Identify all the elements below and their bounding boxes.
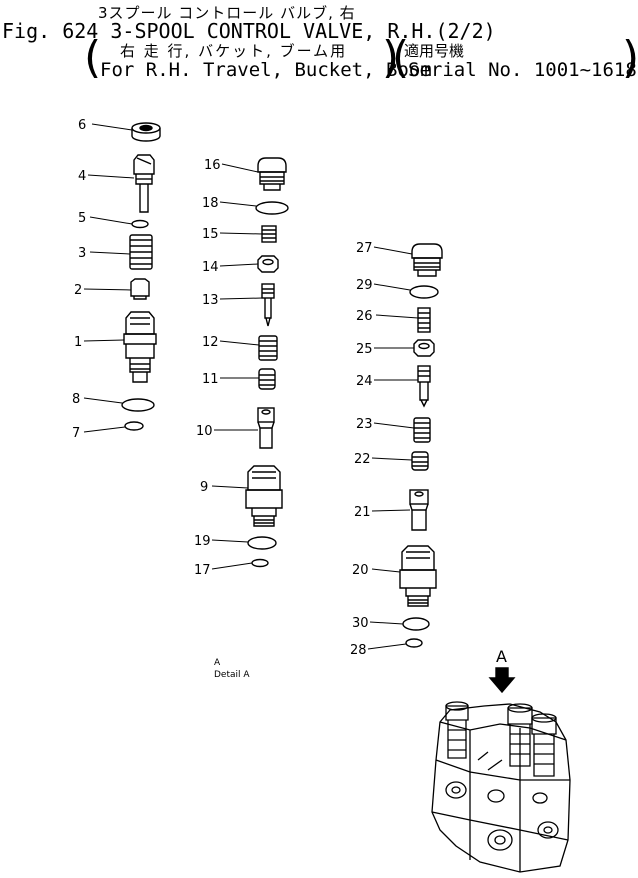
callout-11: 11 bbox=[202, 372, 219, 387]
callout-16: 16 bbox=[204, 158, 221, 173]
serial-japanese: 適用号機 bbox=[404, 42, 465, 60]
part-15-spring bbox=[261, 225, 277, 243]
title-japanese: 3スプール コントロール バルブ, 右 bbox=[98, 4, 356, 22]
part-2-seat bbox=[130, 278, 150, 300]
paren-left: ( bbox=[84, 32, 102, 83]
callout-2: 2 bbox=[74, 283, 82, 298]
part-13-needle bbox=[261, 283, 275, 327]
part-23-spring bbox=[413, 417, 431, 443]
callout-28: 28 bbox=[350, 643, 367, 658]
part-18-oring bbox=[255, 201, 289, 215]
part-21-spool bbox=[409, 489, 429, 531]
callout-30: 30 bbox=[352, 616, 369, 631]
paren-left-2: ( bbox=[392, 32, 410, 83]
paren-right: ) bbox=[382, 32, 400, 83]
part-12-spring bbox=[258, 335, 278, 361]
part-25-nut bbox=[413, 339, 435, 357]
serial-range: Serial No. 1001~1618 bbox=[408, 59, 637, 81]
part-6-cap bbox=[131, 122, 161, 142]
paren-right-2: ) bbox=[622, 32, 638, 83]
callout-25: 25 bbox=[356, 342, 373, 357]
part-4-piston bbox=[133, 154, 155, 213]
part-27-plug bbox=[411, 243, 443, 277]
callout-26: 26 bbox=[356, 309, 373, 324]
part-1-body bbox=[123, 311, 157, 383]
callout-7: 7 bbox=[72, 426, 80, 441]
part-24-needle bbox=[417, 365, 431, 408]
callout-14: 14 bbox=[202, 260, 219, 275]
callout-23: 23 bbox=[356, 417, 373, 432]
callout-12: 12 bbox=[202, 335, 219, 350]
figure-title: Fig. 624 3-SPOOL CONTROL VALVE, R.H.(2/2… bbox=[2, 19, 496, 43]
callout-27: 27 bbox=[356, 241, 373, 256]
callout-5: 5 bbox=[78, 211, 86, 226]
part-11-seat bbox=[258, 368, 276, 390]
callout-18: 18 bbox=[202, 196, 219, 211]
part-14-nut bbox=[257, 255, 279, 273]
part-17-ring bbox=[251, 558, 269, 568]
part-30-oring bbox=[402, 617, 430, 631]
part-3-spring bbox=[129, 234, 153, 270]
part-19-oring bbox=[247, 536, 277, 550]
detail-marker: A bbox=[214, 658, 221, 668]
callout-1: 1 bbox=[74, 335, 82, 350]
callout-19: 19 bbox=[194, 534, 211, 549]
callout-29: 29 bbox=[356, 278, 373, 293]
part-10-spool bbox=[257, 407, 275, 449]
valve-assembly-illustration bbox=[431, 701, 571, 873]
part-7-ring bbox=[124, 421, 144, 431]
part-20-body bbox=[399, 545, 437, 607]
callout-17: 17 bbox=[194, 563, 211, 578]
callout-labels: 6 4 5 3 2 1 8 7 16 18 15 14 13 12 11 10 … bbox=[72, 118, 373, 658]
part-9-body bbox=[245, 465, 283, 527]
callout-22: 22 bbox=[354, 452, 371, 467]
callout-21: 21 bbox=[354, 505, 371, 520]
callout-20: 20 bbox=[352, 563, 369, 578]
callout-6: 6 bbox=[78, 118, 86, 133]
callout-10: 10 bbox=[196, 424, 213, 439]
detail-label: Detail A bbox=[214, 670, 250, 680]
detail-arrow bbox=[488, 667, 516, 694]
arrow-label: A bbox=[496, 647, 507, 666]
part-5-ring bbox=[131, 219, 149, 229]
part-8-oring bbox=[121, 398, 155, 412]
callout-15: 15 bbox=[202, 227, 219, 242]
callout-3: 3 bbox=[78, 246, 86, 261]
part-16-plug bbox=[257, 157, 287, 191]
callout-24: 24 bbox=[356, 374, 373, 389]
callout-13: 13 bbox=[202, 293, 219, 308]
part-26-spring bbox=[417, 307, 431, 333]
application-subtitle: For R.H. Travel, Bucket, Boom bbox=[100, 59, 432, 81]
subtitle-japanese: 右 走 行, バケット, ブーム用 bbox=[120, 42, 348, 60]
part-29-oring bbox=[409, 285, 439, 299]
part-28-ring bbox=[405, 638, 423, 648]
part-22-seat bbox=[411, 451, 429, 471]
leader-lines bbox=[83, 123, 419, 650]
callout-8: 8 bbox=[72, 392, 80, 407]
callout-9: 9 bbox=[200, 480, 208, 495]
callout-4: 4 bbox=[78, 169, 86, 184]
